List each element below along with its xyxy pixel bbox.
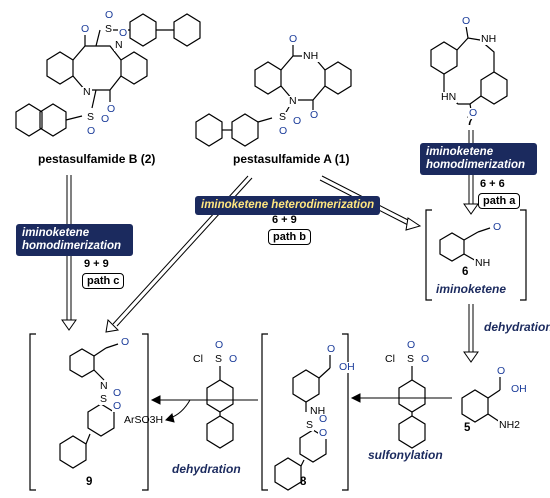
atom-o: O: [278, 125, 289, 137]
atom-o: O: [420, 353, 431, 365]
homodimerization-box-right: iminoketene homodimerization: [420, 143, 537, 175]
atom-o: O: [120, 336, 131, 348]
atom-o: O: [318, 413, 329, 425]
atom-oh: OH: [510, 383, 528, 395]
iminoketene-caption: iminoketene: [436, 282, 507, 296]
dehydration-left-label: dehydration: [172, 462, 241, 476]
atom-o: O: [118, 27, 129, 39]
compound-9-label: 9: [86, 476, 93, 488]
path-a-label: path a: [478, 193, 521, 209]
atom-hn: HN: [440, 91, 458, 103]
compound-8-label: 8: [300, 476, 307, 488]
atom-cl: Cl: [384, 353, 396, 365]
atom-o: O: [86, 125, 97, 137]
atom-nh: NH: [309, 405, 327, 417]
sulfonylation-label: sulfonylation: [368, 448, 443, 462]
bracket-6-right: [520, 209, 527, 301]
atom-n: N: [288, 95, 298, 107]
atom-s: S: [278, 111, 288, 123]
atom-o: O: [228, 353, 239, 365]
bracket-9-right: [142, 333, 149, 491]
atom-o: O: [318, 427, 329, 439]
atom-o: O: [100, 113, 111, 125]
atom-nh: NH: [480, 33, 498, 45]
atom-o: O: [461, 15, 472, 27]
dehydration-right-label: dehydration: [484, 320, 550, 334]
atom-o: O: [214, 339, 225, 351]
bracket-9-left: [29, 333, 36, 491]
atom-o: O: [406, 339, 417, 351]
sulfonyl-chloride-right: [398, 366, 426, 449]
bracket-8-right: [342, 333, 349, 491]
atom-o: O: [106, 103, 117, 115]
atom-n: N: [82, 86, 92, 98]
atom-o: O: [309, 109, 320, 121]
pestasulfamide-b-label: pestasulfamide B (2): [38, 152, 156, 166]
atom-n: N: [99, 380, 109, 392]
atom-s: S: [104, 23, 114, 35]
compound-9-structure: [59, 343, 119, 469]
atom-o: O: [468, 107, 479, 119]
bracket-8-left: [261, 333, 268, 491]
compound-6-structure: [439, 227, 491, 263]
heterodimerization-box: iminoketene heterodimerization: [195, 196, 381, 215]
compound-6-label: 6: [462, 266, 469, 278]
atom-o: O: [80, 23, 91, 35]
atom-nh: NH: [302, 50, 320, 62]
path-a-ratio: 6 + 6: [480, 178, 505, 190]
atom-s: S: [86, 111, 96, 123]
path-b-ratio: 6 + 9: [272, 214, 297, 226]
atom-nh: NH: [474, 257, 492, 269]
atom-s: S: [305, 419, 315, 431]
atom-n: N: [114, 39, 124, 51]
pestasulfamide-b-structure: [15, 13, 201, 137]
atom-o: O: [104, 9, 115, 21]
path-c-label: path c: [82, 273, 125, 289]
path-b-label: path b: [268, 229, 311, 245]
path-c-ratio: 9 + 9: [84, 258, 109, 270]
atom-o: O: [112, 387, 123, 399]
atom-s: S: [406, 353, 416, 365]
atom-o: O: [496, 365, 507, 377]
atom-o: O: [292, 115, 303, 127]
atom-o: O: [112, 400, 123, 412]
atom-o: O: [288, 33, 299, 45]
atom-o: O: [326, 343, 337, 355]
homodimerization-box-left: iminoketene homodimerization: [16, 224, 133, 256]
bracket-6-left: [425, 209, 432, 301]
compound-5-label: 5: [464, 422, 471, 434]
atom-s: S: [99, 393, 109, 405]
atom-o: O: [492, 221, 503, 233]
sulfonyl-chloride-left: [206, 366, 234, 449]
compound-7-label: 7: [467, 116, 474, 128]
pestasulfamide-a-structure: [195, 44, 352, 147]
compound-5-structure: [461, 376, 501, 423]
atom-cl: Cl: [192, 353, 204, 365]
atom-nh2: NH2: [498, 419, 522, 431]
arso3h-byproduct: ArSO3H: [124, 414, 164, 426]
pestasulfamide-a-label: pestasulfamide A (1): [233, 152, 350, 166]
atom-s: S: [214, 353, 224, 365]
atom-oh: OH: [338, 361, 356, 373]
